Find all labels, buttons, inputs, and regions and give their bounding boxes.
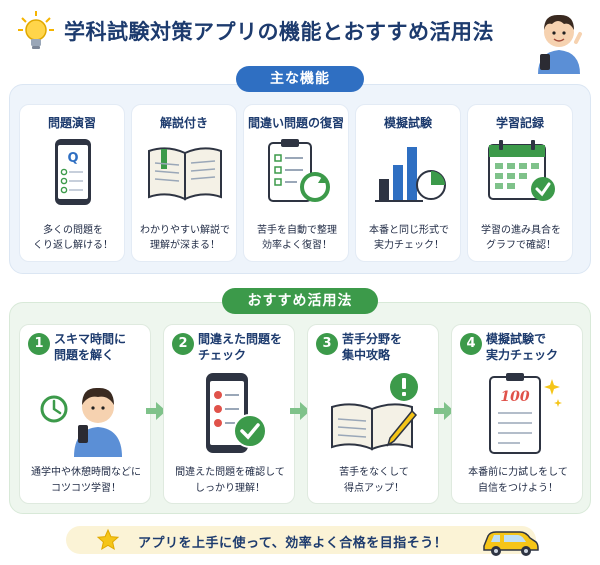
calendar-check-icon xyxy=(488,140,555,201)
step-number: 4 xyxy=(460,333,482,355)
footer-text: アプリを上手に使って、効率よく合格を目指そう！ xyxy=(138,536,448,551)
feature-title: 間違い問題の復習 xyxy=(247,116,344,130)
phone-quiz-icon: Q xyxy=(55,139,91,205)
book-pencil-icon xyxy=(331,373,418,451)
arrow-right-icon xyxy=(434,402,454,420)
feature-title: 解説付き xyxy=(159,116,208,130)
phone-check-icon xyxy=(206,373,267,453)
car-icon xyxy=(483,531,539,556)
feature-card-quiz: 問題演習 Q 多くの問題を くり返し解ける！ xyxy=(19,104,125,262)
feature-title: 模擬試験 xyxy=(383,116,432,130)
open-book-icon xyxy=(148,147,222,201)
step-desc: 通学中や休憩時間などに コツコツ学習！ xyxy=(31,467,141,494)
clipboard-refresh-icon xyxy=(268,139,330,202)
student-clock-icon xyxy=(40,387,122,457)
feature-desc: わかりやすい解説で 理解が深まる！ xyxy=(140,225,230,251)
feature-desc: 本番と同じ形式で 実力チェック！ xyxy=(369,225,449,251)
arrow-right-icon xyxy=(290,402,310,420)
step-number: 2 xyxy=(172,333,194,355)
step-title: 苦手分野を 集中攻略 xyxy=(342,332,403,362)
step-number: 3 xyxy=(316,333,338,355)
step-number: 1 xyxy=(28,333,50,355)
step-title: 模擬試験で 実力チェック xyxy=(486,332,559,362)
feature-title: 学習記録 xyxy=(495,116,544,130)
bar-chart-icon xyxy=(375,147,446,202)
star-icon xyxy=(96,528,120,551)
features-heading: 主な機能 xyxy=(236,66,364,92)
step-title: 間違えた問題を チェック xyxy=(198,332,283,362)
step-desc: 間違えた問題を確認して しっかり理解！ xyxy=(175,467,285,494)
lightbulb-icon xyxy=(18,11,54,49)
header: 学科試験対策アプリの機能とおすすめ活用法 xyxy=(0,0,600,74)
feature-desc: 多くの問題を くり返し解ける！ xyxy=(33,225,113,251)
feature-card-explanation: 解説付き わかりやすい解説で 理解が深まる！ xyxy=(131,104,237,262)
step-desc: 本番前に力試しをして 自信をつけよう！ xyxy=(468,467,568,494)
svg-text:Q: Q xyxy=(67,151,78,166)
score-text: 100 xyxy=(500,389,529,405)
step-card-1: 1 スキマ時間に 問題を解く 通学中や休憩時間などに コツコツ学習！ xyxy=(19,324,151,504)
feature-desc: 学習の進み具合を グラフで確認！ xyxy=(481,225,561,251)
boy-with-phone-icon xyxy=(538,14,582,74)
feature-card-review: 間違い問題の復習 苦手を自動で整理 効率よく復習！ xyxy=(243,104,349,262)
step-desc: 苦手をなくして 得点アップ！ xyxy=(339,467,409,494)
step-card-3: 3 苦手分野を 集中攻略 苦手をなくして 得点アップ！ xyxy=(307,324,439,504)
feature-desc: 苦手を自動で整理 効率よく復習！ xyxy=(257,225,337,251)
page-title: 学科試験対策アプリの機能とおすすめ活用法 xyxy=(64,20,494,44)
arrow-right-icon xyxy=(146,402,166,420)
feature-card-mock-exam: 模擬試験 本番と同じ形式で 実力チェック！ xyxy=(355,104,461,262)
step-title: スキマ時間に 問題を解く xyxy=(54,332,127,362)
footer-banner: アプリを上手に使って、効率よく合格を目指そう！ xyxy=(66,526,536,554)
feature-title: 問題演習 xyxy=(47,116,96,130)
step-card-2: 2 間違えた問題を チェック 間違えた問題を確認して しっかり理解！ xyxy=(163,324,295,504)
exam-sheet-icon: 100 xyxy=(489,373,562,454)
step-card-4: 4 模擬試験で 実力チェック 100 本番前に力試しをして 自信をつけよう！ xyxy=(451,324,583,504)
usage-heading: おすすめ活用法 xyxy=(222,288,378,314)
feature-card-record: 学習記録 学習の進み具合を グラフで確認！ xyxy=(467,104,573,262)
